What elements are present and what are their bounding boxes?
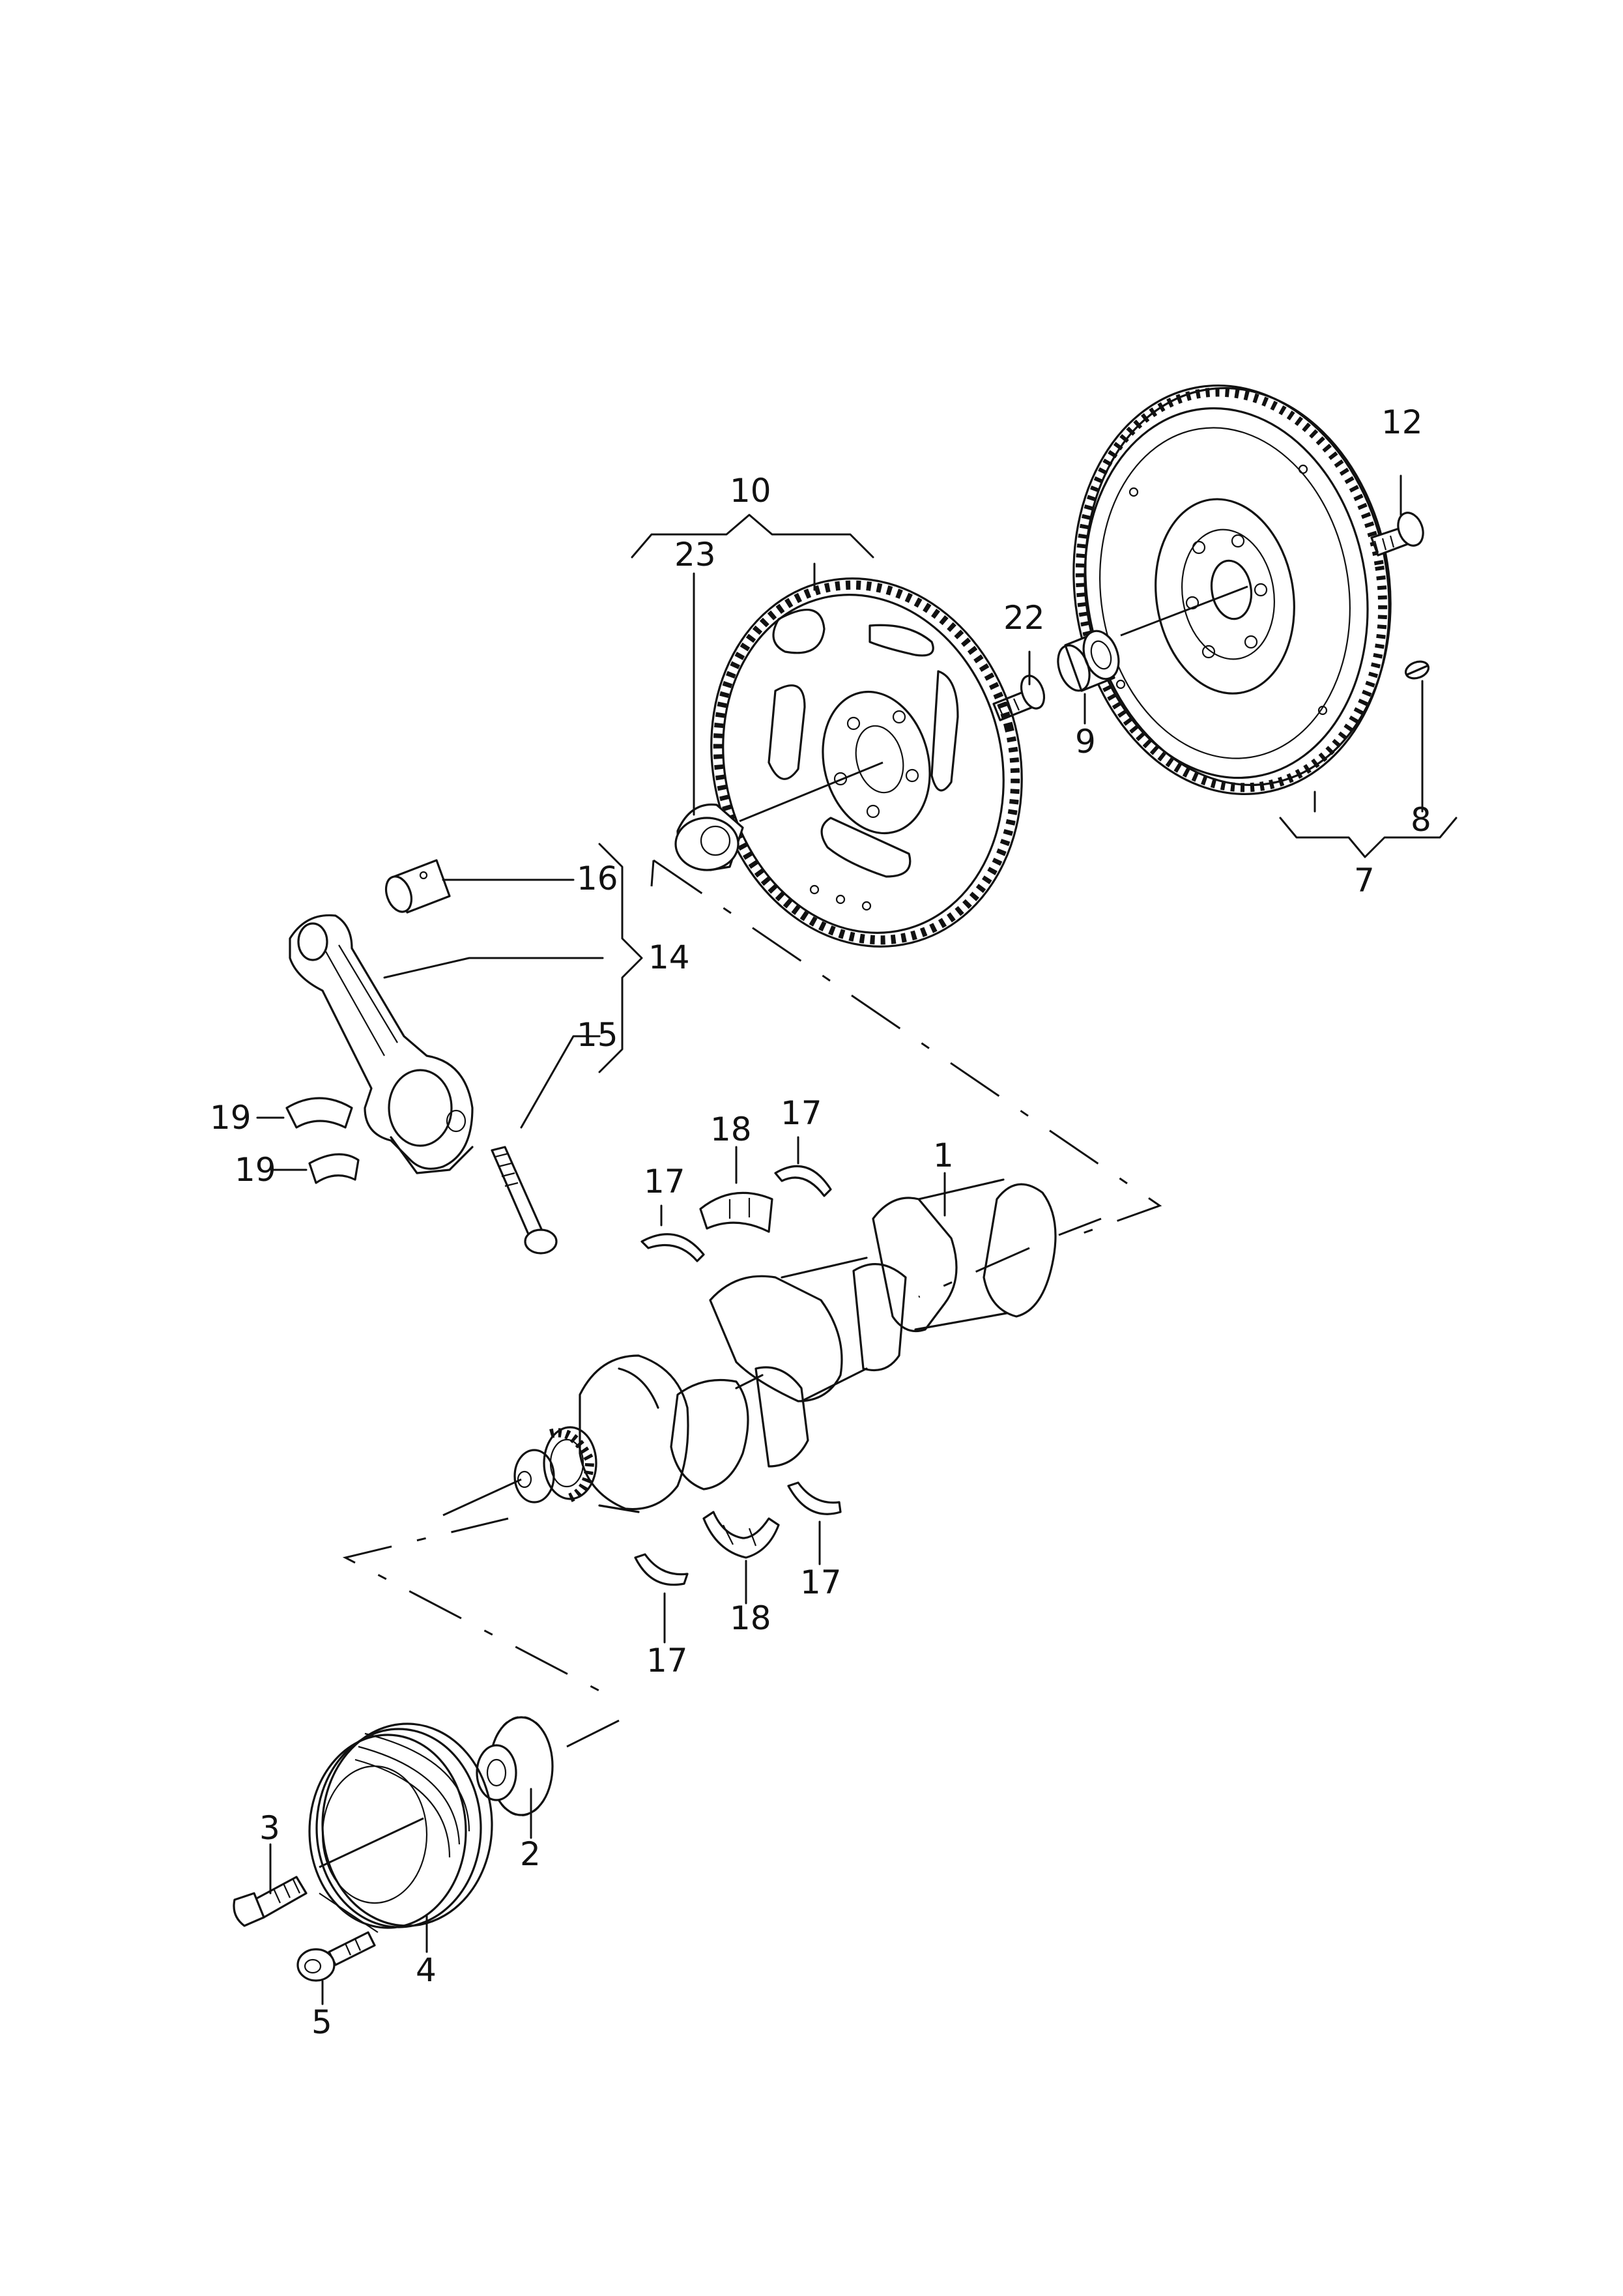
thrust-washer-upper-left: [640, 1233, 705, 1262]
callout-10: 10: [730, 472, 771, 510]
callout-1: 1: [933, 1137, 954, 1174]
crankshaft: [442, 1178, 1102, 1517]
callout-2: 2: [520, 1835, 541, 1873]
callout-22: 22: [1003, 599, 1045, 637]
callout-3: 3: [259, 1809, 280, 1847]
callout-19-lower: 19: [235, 1151, 276, 1189]
small-end-bushing: [384, 859, 451, 914]
thrust-washer-lower-left: [634, 1553, 689, 1586]
callout-17-bottom-left: 17: [646, 1642, 688, 1679]
bracket-14: [598, 843, 643, 1073]
callout-9: 9: [1075, 723, 1096, 761]
needle-bearing: [1057, 630, 1120, 692]
flywheel-bolt: [1370, 512, 1424, 557]
bracket-7: [1279, 817, 1458, 858]
callout-7: 7: [1354, 862, 1375, 899]
vibration-damper: [308, 1722, 493, 1933]
pulley-bolt: [233, 1876, 308, 1927]
callout-14: 14: [648, 938, 690, 976]
assembly-guide-lines: [342, 859, 1162, 1702]
callout-8: 8: [1411, 801, 1431, 839]
callout-18-bottom: 18: [730, 1599, 771, 1637]
spacer: [674, 803, 744, 871]
main-bearing-shell-upper: [699, 1191, 773, 1233]
drive-plate: [710, 577, 1023, 948]
callout-18-top: 18: [710, 1111, 752, 1148]
dowel-pin: [1404, 660, 1430, 680]
callout-16: 16: [577, 860, 618, 897]
flange-bolt: [296, 1931, 376, 1982]
main-bearing-shell-lower: [702, 1511, 780, 1559]
callout-12: 12: [1381, 403, 1423, 441]
callout-15: 15: [577, 1016, 618, 1054]
bracket-10: [631, 514, 874, 559]
callout-19-upper: 19: [210, 1099, 251, 1137]
thrust-washer-upper-right: [774, 1165, 832, 1197]
callout-23: 23: [674, 536, 716, 574]
leader-lines: [256, 474, 1424, 2005]
callouts: 1 2 3 4 5 7 8 9 10 12 14 15 16 17 17 17 …: [210, 403, 1431, 2041]
callout-17-top-right: 17: [781, 1094, 822, 1132]
callout-5: 5: [311, 2003, 332, 2041]
callout-4: 4: [416, 1951, 437, 1989]
flywheel: [1072, 385, 1392, 795]
con-rod-bolt: [491, 1146, 558, 1255]
callout-17-bottom-right: 17: [800, 1563, 842, 1601]
conrod-bearing-shell-lower: [308, 1153, 360, 1184]
conrod-bearing-shell-upper: [285, 1097, 353, 1129]
connecting-rod: [289, 914, 474, 1174]
callout-17-top-left: 17: [644, 1163, 685, 1200]
drive-plate-bolt: [992, 675, 1046, 721]
crankshaft-sprocket: [476, 1716, 620, 1816]
thrust-washer-lower-right: [787, 1481, 842, 1515]
